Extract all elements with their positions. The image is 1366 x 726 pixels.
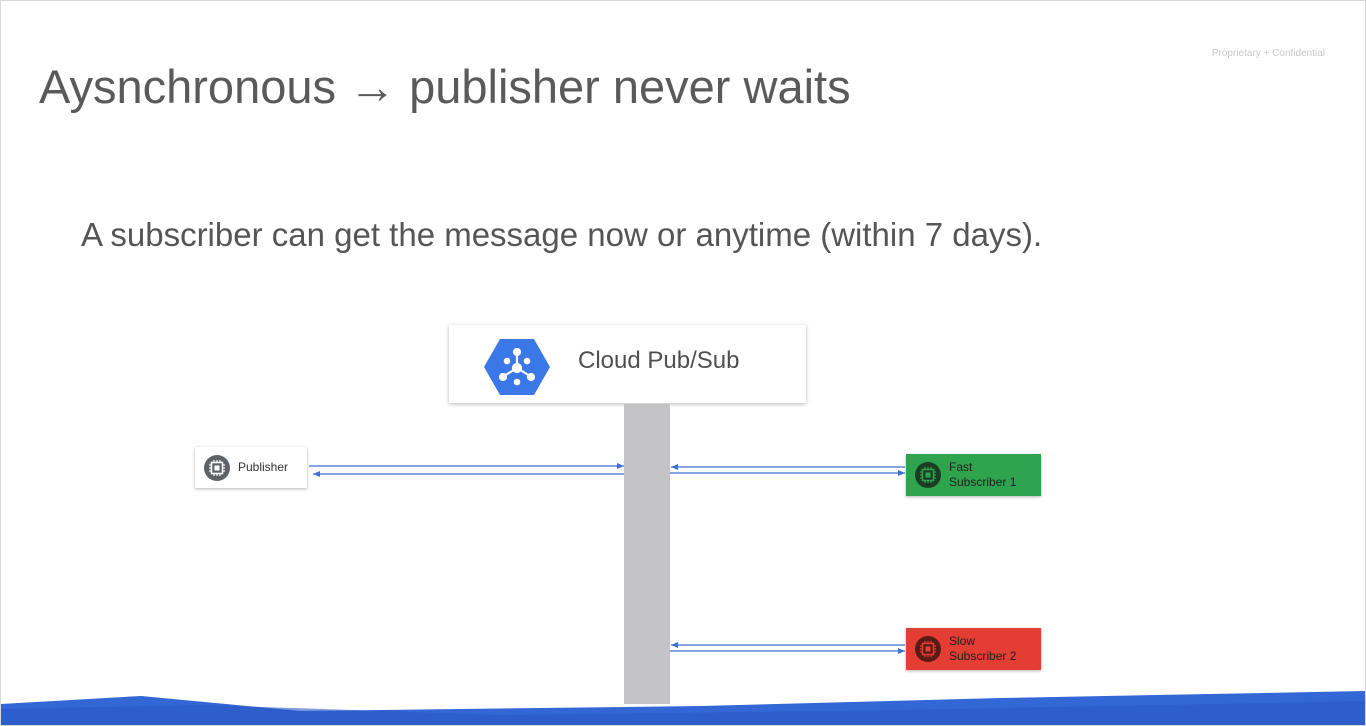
chip-icon bbox=[915, 636, 941, 662]
slow-subscriber-node: Slow Subscriber 2 bbox=[906, 628, 1041, 670]
fast-subscriber-label: Fast Subscriber 1 bbox=[949, 460, 1016, 490]
pubsub-timeline-bar bbox=[624, 404, 670, 704]
fast-subscriber-line2: Subscriber 1 bbox=[949, 475, 1017, 489]
publisher-node: Publisher bbox=[195, 447, 307, 488]
slide-subtitle: A subscriber can get the message now or … bbox=[81, 216, 1043, 253]
slide-title: Aysnchronous → publisher never waits bbox=[39, 60, 851, 113]
slow-subscriber-line1: Slow bbox=[949, 634, 976, 648]
fast-subscriber-line1: Fast bbox=[949, 460, 973, 474]
publisher-label: Publisher bbox=[238, 460, 289, 474]
pubsub-hexagon-icon bbox=[484, 339, 550, 395]
pubsub-service-box: Cloud Pub/Sub bbox=[449, 325, 806, 403]
chip-icon bbox=[204, 455, 230, 481]
chip-icon bbox=[915, 462, 941, 488]
fast-subscriber-node: Fast Subscriber 1 bbox=[906, 454, 1041, 496]
slow-subscriber-label: Slow Subscriber 2 bbox=[949, 634, 1016, 664]
pubsub-service-label: Cloud Pub/Sub bbox=[578, 347, 740, 374]
confidential-label: Proprietary + Confidential bbox=[1211, 48, 1325, 59]
slow-subscriber-line2: Subscriber 2 bbox=[949, 649, 1017, 663]
